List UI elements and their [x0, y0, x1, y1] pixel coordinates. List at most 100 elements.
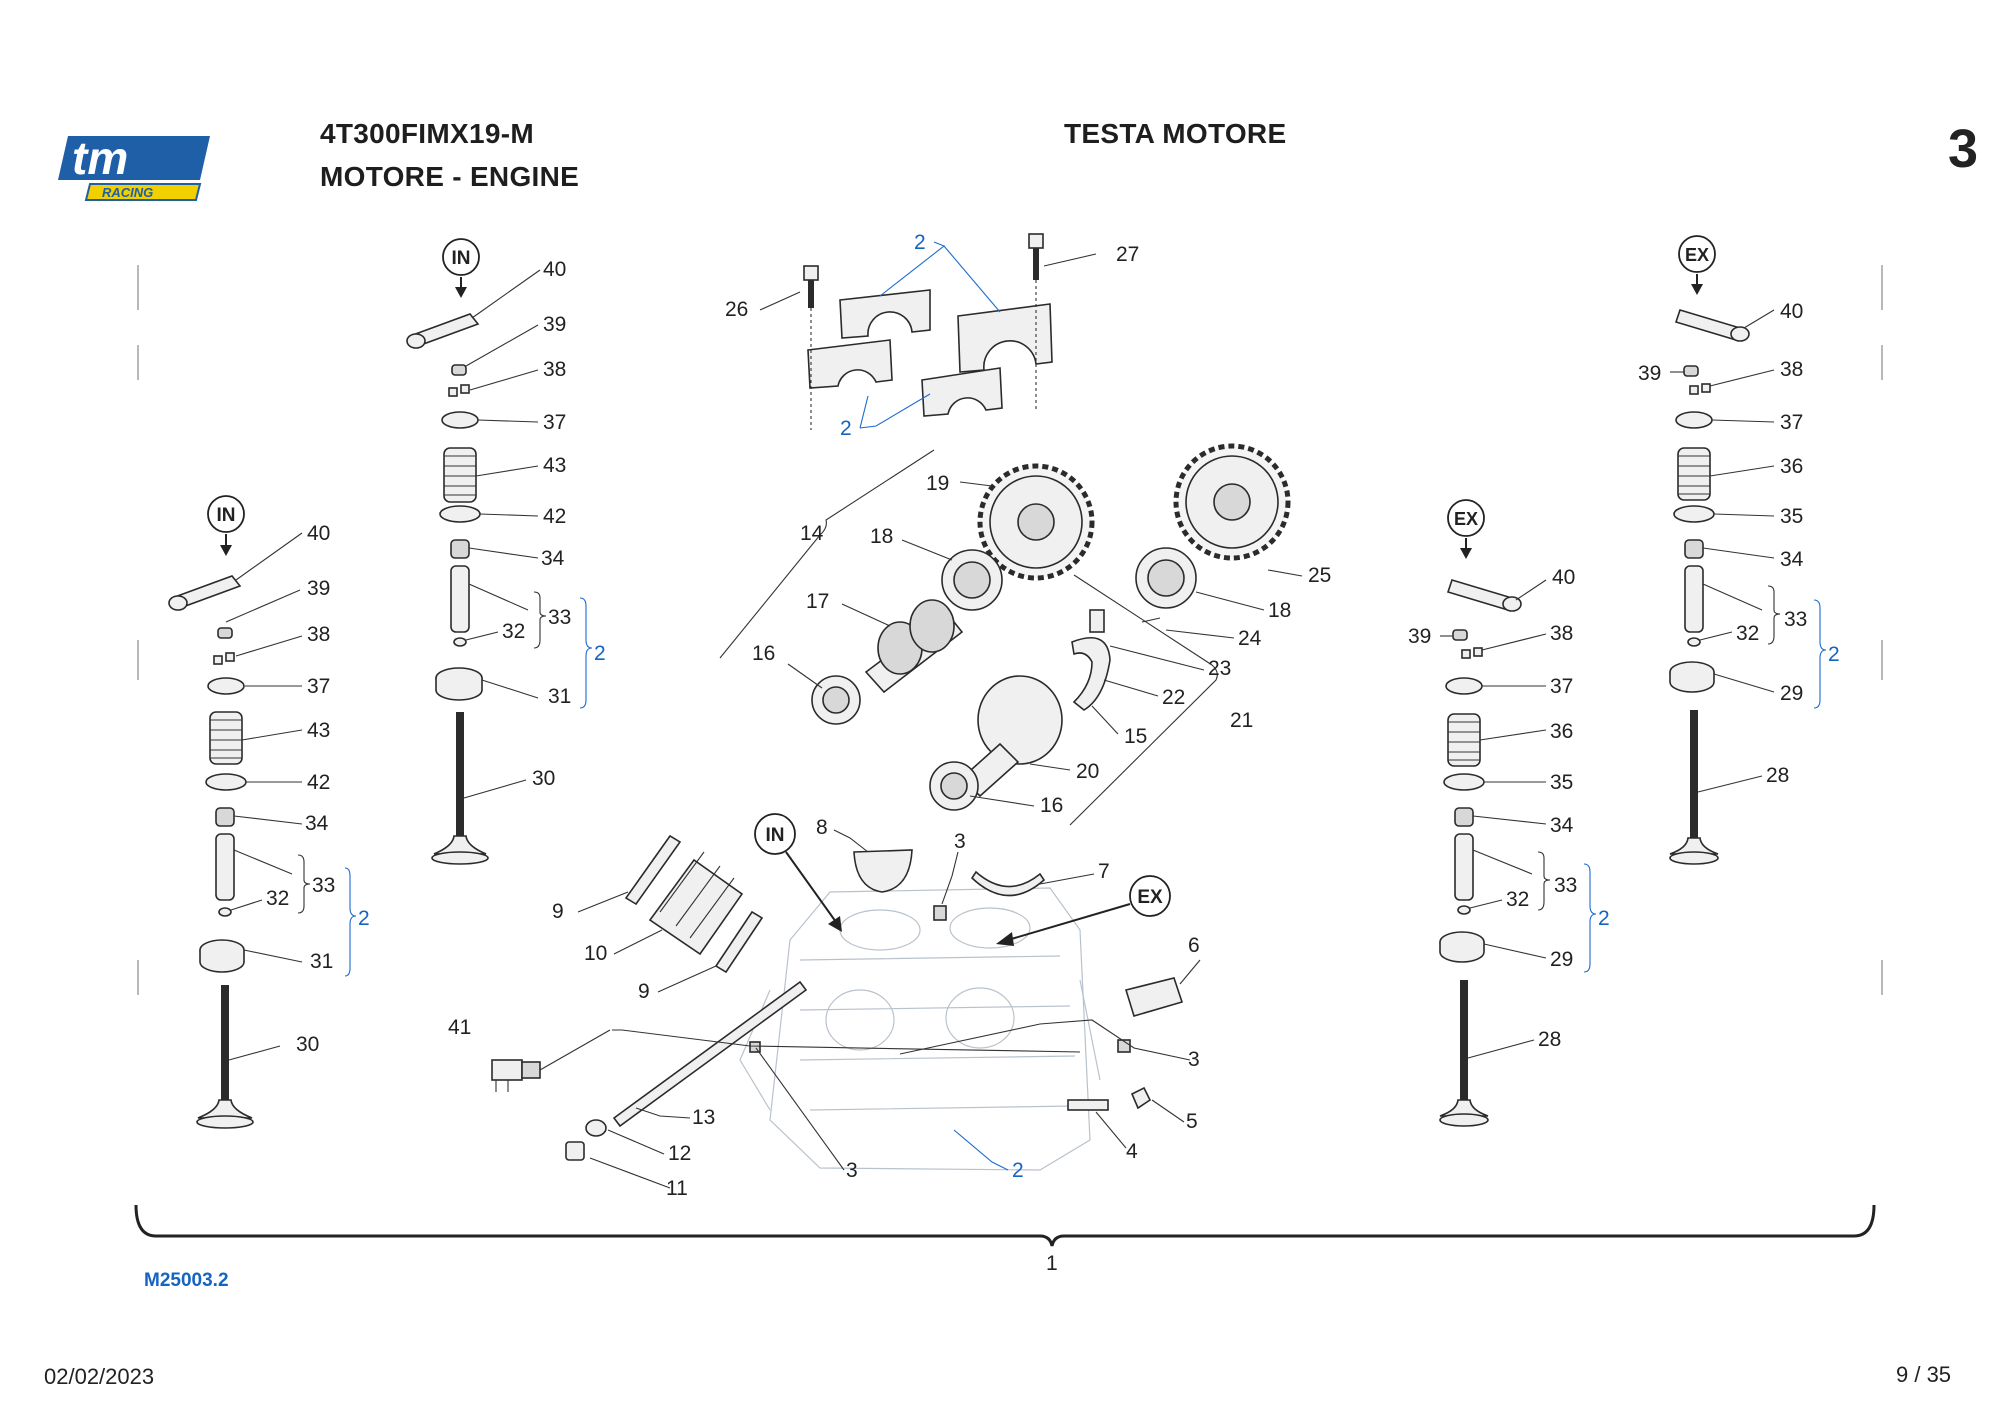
valve-left-in: [196, 985, 254, 1129]
callout-cam-19: 19: [926, 472, 949, 495]
intake-rubber-manifold-10: [648, 851, 744, 956]
callout-m-38: 38: [543, 358, 566, 381]
rocker-arm-left-in: [168, 575, 242, 611]
valve-seat-mid-ex: [1439, 931, 1485, 963]
exhaust-badge-right: EX: [1678, 235, 1716, 295]
intake-manifold-clamp-9a: [624, 834, 682, 906]
cap-bolt-26: [803, 265, 819, 430]
callout-m-43: 43: [543, 454, 566, 477]
spring-seat-mid-ex: [1443, 773, 1485, 791]
half-moon-seal-8: [853, 849, 913, 893]
valve-mid-ex: [1439, 980, 1489, 1127]
intake-manifold-clamp-9b: [714, 910, 764, 974]
mid-exhaust-valve-stack: [1439, 579, 1522, 1127]
callout-head-7: 7: [1098, 860, 1110, 883]
callout-m-42: 42: [543, 505, 566, 528]
plug-3-top: [933, 905, 947, 921]
drawing-code: M25003.2: [144, 1270, 229, 1291]
assembly-bracket: 1: [134, 1204, 1876, 1275]
callout-cam-14: 14: [800, 522, 824, 545]
callout-head-11: 11: [666, 1177, 688, 1200]
cam-cap-4: [921, 367, 1003, 417]
spring-retainer-right-ex: [1675, 411, 1713, 429]
spring-retainer-left-in: [207, 677, 245, 695]
cap-bolt-27: [1028, 233, 1044, 410]
callout-re-2: 2: [1828, 643, 1840, 666]
callout-head-10: 10: [584, 942, 607, 965]
collets-right-ex: [1689, 383, 1711, 395]
collets-left-in: [213, 652, 235, 665]
collets-mid-in: [448, 384, 470, 397]
valve-seal-mid-in: [450, 539, 470, 559]
valve-spring-right-ex: [1677, 447, 1711, 501]
callout-m-30: 30: [532, 767, 555, 790]
callout-re-28: 28: [1766, 764, 1789, 787]
callout-caps-2b: 2: [840, 417, 852, 440]
callout-re-33: 33: [1784, 608, 1807, 631]
frame-edge-marks: [137, 265, 1883, 995]
stud-4: [1067, 1099, 1109, 1111]
right-exhaust-valve-stack: [1669, 309, 1750, 865]
exhaust-badge-mid: EX: [1447, 499, 1485, 559]
callout-m-37: 37: [543, 411, 566, 434]
callout-head-3c: 3: [1188, 1048, 1200, 1071]
callout-cam-22: 22: [1162, 686, 1185, 709]
callout-head-9a: 9: [552, 900, 564, 923]
logo-text: tm: [72, 132, 128, 184]
badge-in-mid: IN: [452, 248, 471, 269]
section-title: MOTORE - ENGINE: [320, 161, 580, 192]
callout-caps-27: 27: [1116, 243, 1139, 266]
labels-camshafts: 19 14 18 17 16 25 18 24 23 22 21 15 20 1…: [752, 472, 1331, 817]
decompressor-lever: [1071, 637, 1111, 711]
table-number: 3: [1948, 119, 1979, 179]
labels-top-caps: 2 26 27 2: [725, 231, 1139, 440]
callout-re-35: 35: [1780, 505, 1803, 528]
callout-re-36: 36: [1780, 455, 1803, 478]
shim-left-in: [217, 627, 233, 639]
callout-re-34: 34: [1780, 548, 1804, 571]
cam-cap-2: [957, 303, 1053, 373]
callout-caps-2a: 2: [914, 231, 926, 254]
circlip-left-in: [218, 907, 232, 917]
intake-badge-left: IN: [207, 495, 245, 556]
leaders-mid-in: [463, 269, 593, 799]
callout-head-3a: 3: [954, 830, 966, 853]
intake-cam-sprocket: [977, 463, 1095, 581]
callout-me-32: 32: [1506, 888, 1529, 911]
callout-head-2: 2: [1012, 1159, 1024, 1182]
tube-13: [612, 980, 808, 1128]
rocker-arm-right-ex: [1674, 309, 1750, 342]
callout-me-35: 35: [1550, 771, 1573, 794]
valve-seat-left-in: [199, 939, 245, 973]
circlip-right-ex: [1687, 637, 1701, 647]
callout-m-31: 31: [548, 685, 571, 708]
spring-seat-right-ex: [1673, 505, 1715, 523]
callout-m-32: 32: [502, 620, 525, 643]
temperature-sensor-41: [491, 1059, 541, 1092]
bearing-16-ex: [929, 761, 979, 811]
callout-cam-23: 23: [1208, 657, 1231, 680]
shim-right-ex: [1683, 365, 1699, 377]
leaders-right-ex: [1670, 309, 1827, 793]
callout-cam-16b: 16: [1040, 794, 1063, 817]
callout-me-39: 39: [1408, 625, 1431, 648]
callout-cam-18a: 18: [870, 525, 893, 548]
shim-mid-ex: [1452, 629, 1468, 641]
callout-head-3b: 3: [846, 1159, 858, 1182]
page-number: 9 / 35: [1896, 1362, 1952, 1387]
callout-me-2: 2: [1598, 907, 1610, 930]
callout-l-31: 31: [310, 950, 333, 973]
spring-retainer-mid-in: [441, 411, 479, 429]
callout-l-43: 43: [307, 719, 330, 742]
badge-ex-right: EX: [1685, 245, 1709, 265]
leaders-head: [539, 829, 1201, 1189]
badge-ex-mid: EX: [1454, 509, 1478, 529]
callout-cam-20: 20: [1076, 760, 1099, 783]
badge-ex-head: EX: [1137, 887, 1163, 908]
model-code: 4T300FIMX19-M: [320, 118, 534, 149]
valve-seal-right-ex: [1684, 539, 1704, 559]
callout-me-33: 33: [1554, 874, 1577, 897]
callout-cam-15: 21: [1230, 709, 1253, 732]
circlip-mid-ex: [1457, 905, 1471, 915]
callout-me-37: 37: [1550, 675, 1573, 698]
